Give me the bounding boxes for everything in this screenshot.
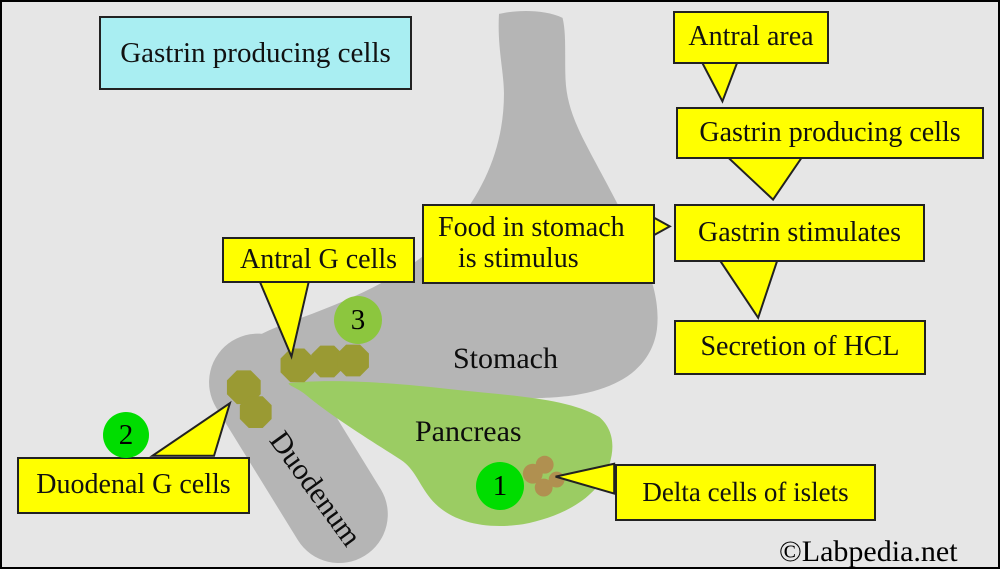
gastrin-stimulates-pointer [716,257,780,321]
food-stimulus-line2: is stimulus [458,243,579,274]
delta-cells-pointer [555,462,616,495]
gastrin-producing-cells-label: Gastrin producing cells [699,116,961,148]
duodenum-shape [209,333,388,564]
food-stimulus-callout: Food in stomach is stimulus [422,204,655,284]
marker-3: 3 [334,296,382,344]
antral-g-cell [337,344,369,377]
gastrin-producing-cells-callout: Gastrin producing cells [676,107,984,159]
duodenal-g-cells-label: Duodenal G cells [36,469,231,501]
gastrin-stimulates-callout: Gastrin stimulates [674,204,925,262]
marker-3-number: 3 [350,303,366,336]
antral-g-cells-callout: Antral G cells [222,237,415,283]
gastrin-stimulates-label: Gastrin stimulates [698,216,901,248]
antral-g-cell [280,348,315,383]
diagram-title-text: Gastrin producing cells [120,36,391,69]
marker-1: 1 [476,462,524,510]
antral-area-label: Antral area [688,21,814,53]
antral-g-cell [311,345,344,378]
duodenal-g-cell [239,396,272,428]
delta-cell [535,455,554,474]
delta-cell [548,471,565,488]
marker-2: 2 [103,412,149,458]
stomach-label: Stomach [453,342,558,375]
duodenal-g-cells-pointer [149,400,232,457]
secretion-hcl-callout: Secretion of HCL [674,320,926,375]
antral-area-pointer [698,58,740,104]
diagram-title: Gastrin producing cells [99,16,412,90]
duodenal-g-cell [226,370,261,405]
pancreas-label: Pancreas [415,415,522,448]
antral-area-callout: Antral area [673,11,829,64]
food-stimulus-line1: Food in stomach [438,212,625,244]
pancreas-shape [288,381,613,527]
delta-cells-label: Delta cells of islets [642,476,849,507]
delta-cells-callout: Delta cells of islets [615,464,876,521]
duodenal-g-cells-callout: Duodenal G cells [17,457,250,514]
antral-g-cells-label: Antral G cells [239,243,398,275]
marker-2-number: 2 [118,418,134,451]
delta-cell [534,478,553,497]
marker-1-number: 1 [492,469,508,502]
gastrin-producing-cells-pointer [723,154,805,202]
copyright-text: ©Labpedia.net [779,535,958,568]
stomach-shape [235,10,658,399]
secretion-hcl-label: Secretion of HCL [700,331,900,363]
